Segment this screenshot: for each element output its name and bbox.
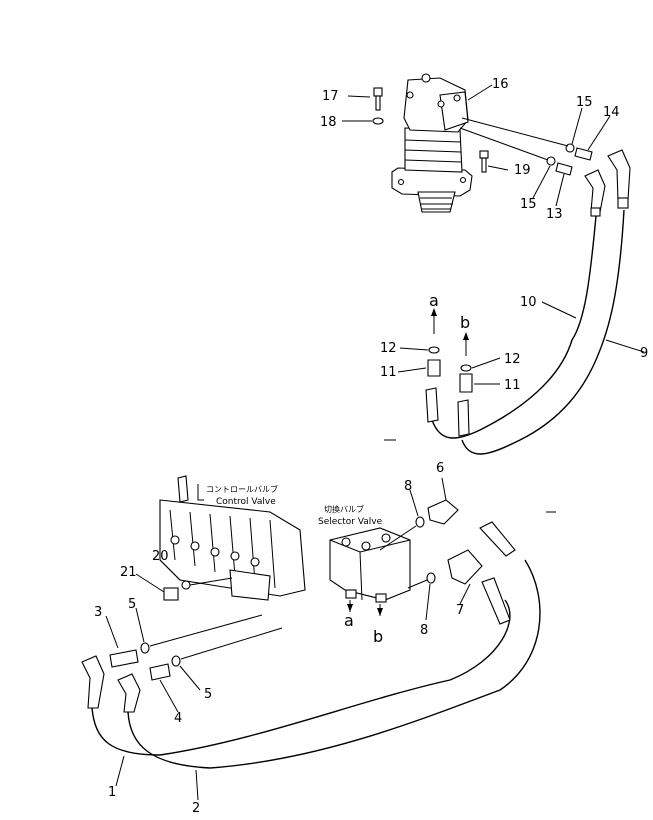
callout-15-bottom: 15 (520, 197, 537, 212)
o-ring-15-lower (546, 156, 556, 166)
plug-21 (163, 587, 179, 601)
bolt-17 (373, 87, 383, 111)
fitting-group-a (425, 308, 441, 423)
callout-15-top: 15 (576, 95, 593, 110)
port-b-top: b (460, 313, 470, 332)
callout-3: 3 (94, 605, 102, 620)
callout-10: 10 (520, 295, 537, 310)
fitting-14 (574, 147, 593, 161)
control-valve-label: Control Valve (216, 497, 276, 507)
hose-7-end (481, 577, 511, 625)
callout-9: 9 (640, 346, 648, 361)
callout-11-right: 11 (504, 378, 521, 393)
hose-2-elbow (117, 673, 141, 713)
callout-2: 2 (192, 801, 200, 816)
callout-19: 19 (514, 163, 531, 178)
port-letters: a b a b (344, 291, 470, 646)
callout-1: 1 (108, 785, 116, 800)
fitting-group-b (457, 332, 473, 437)
selector-valve-label: Selector Valve (318, 517, 383, 527)
callout-12-left: 12 (380, 341, 397, 356)
callout-18: 18 (320, 115, 337, 130)
hose-9-upper-elbow (607, 149, 631, 209)
o-ring-5-upper (140, 642, 150, 654)
callout-8-lower: 8 (420, 623, 428, 638)
fitting-4 (149, 663, 171, 681)
hose-2 (127, 559, 541, 769)
hose-1 (91, 599, 511, 756)
control-valve (159, 475, 306, 601)
control-valve-label-jp: コントロールバルブ (206, 484, 278, 494)
o-ring-5-lower (171, 655, 181, 667)
callout-17: 17 (322, 89, 339, 104)
swing-motor (391, 73, 473, 213)
callout-4: 4 (174, 711, 182, 726)
callout-6: 6 (436, 461, 444, 476)
elbow-7 (447, 549, 483, 585)
port-a-bottom: a (344, 611, 354, 630)
o-ring-20 (181, 580, 191, 590)
hose-10-upper-elbow (584, 169, 606, 217)
elbow-6 (427, 499, 459, 525)
callout-12-right: 12 (504, 352, 521, 367)
selector-valve-label-jp: 切換バルブ (324, 504, 364, 514)
hose-9 (461, 209, 625, 455)
callout-14: 14 (603, 105, 620, 120)
component-labels: コントロールバルブ Control Valve 切換バルブ Selector V… (206, 484, 383, 527)
callout-13: 13 (546, 207, 563, 222)
callout-8-upper: 8 (404, 479, 412, 494)
callout-7: 7 (456, 603, 464, 618)
selector-valve (329, 527, 411, 603)
o-ring-8-upper (415, 516, 425, 528)
fitting-3 (109, 649, 139, 668)
callout-20: 20 (152, 549, 169, 564)
callout-16: 16 (492, 77, 509, 92)
hose-1-elbow (81, 655, 105, 709)
o-ring-15-upper (565, 143, 575, 153)
callout-5-lower: 5 (204, 687, 212, 702)
callout-11-left: 11 (380, 365, 397, 380)
port-a-top: a (429, 291, 439, 310)
port-b-bottom: b (373, 627, 383, 646)
o-ring-8-lower (426, 572, 436, 584)
callouts: 17 18 16 15 14 19 15 13 10 9 12 11 12 11… (94, 77, 648, 816)
hose-6-end (479, 521, 516, 557)
bolt-19 (479, 150, 489, 173)
fitting-13 (555, 162, 573, 176)
callout-21: 21 (120, 565, 137, 580)
hose-10 (431, 215, 597, 439)
washer-18 (372, 117, 384, 125)
leader-lines (105, 84, 645, 801)
callout-5-upper: 5 (128, 597, 136, 612)
